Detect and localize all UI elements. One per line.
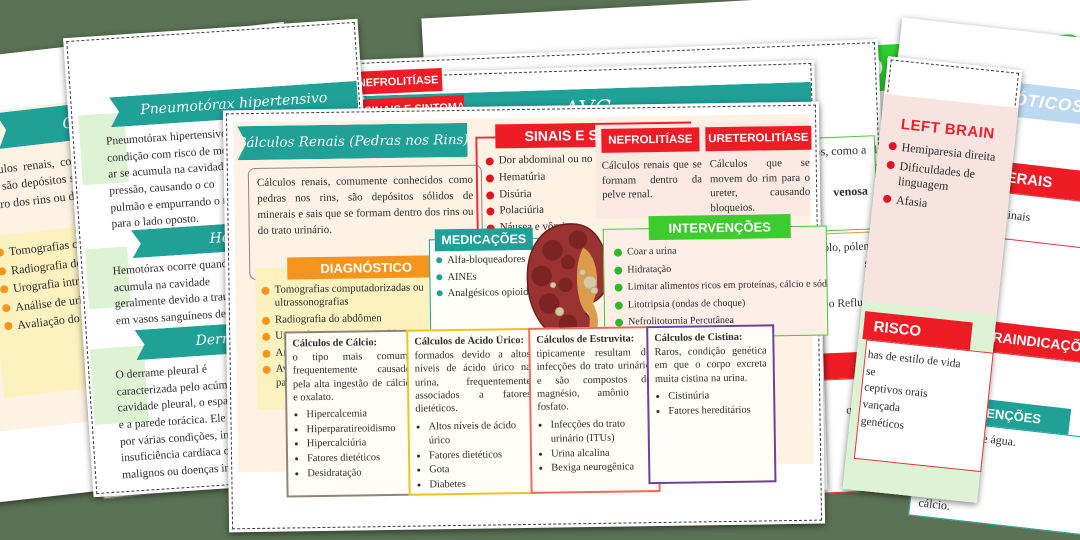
tipo-cistina-box: Cálculos de Cistina: Raros, condição gen… <box>646 324 777 485</box>
bullet-dot-icon <box>486 190 495 200</box>
list-item-label: Hidratação <box>627 263 672 275</box>
tipo-list-item: Gota <box>429 462 532 478</box>
bullet-dot-icon <box>615 318 624 327</box>
tipo-calcio-list: HipercalcemiaHiperparatireoidismoHiperca… <box>306 407 412 481</box>
nefrolitiase-back-label: NEFROLITÍASE <box>357 73 439 90</box>
list-item-label: Alfa-bloqueadores <box>447 253 526 267</box>
kidney-icon <box>526 223 609 353</box>
medicacoes-banner: MEDICAÇÕES <box>434 227 534 252</box>
bullet-dot-icon <box>0 285 9 294</box>
diagnostico-banner-label: DIAGNÓSTICO <box>320 259 413 276</box>
list-item-label: AINEs <box>447 271 477 283</box>
tipo-acido-urico-title: Cálculos de Ácido Úrico: <box>414 335 524 348</box>
bullet-dot-icon <box>262 349 271 358</box>
ureterolitiase-text-content: Cálculos que se movem do rim para o uret… <box>709 156 811 214</box>
tipo-calcio-box: Cálculos de Cálcio: o tipo mais comum, f… <box>284 329 421 498</box>
tipo-cistina-desc: Raros, condição genética em que o corpo … <box>654 345 767 385</box>
ureterolitiase-text: Cálculos que se movem do rim para o uret… <box>710 156 811 216</box>
tipo-acido-urico-list: Altos níveis de ácido úricoFatores dieté… <box>429 418 533 492</box>
tipo-list-item: Fatores hereditários <box>668 403 767 419</box>
bullet-dot-icon <box>262 366 271 375</box>
bullet-dot-icon <box>0 266 7 276</box>
bullet-dot-icon <box>1 303 11 313</box>
bullet-dot-icon <box>436 257 443 264</box>
tipo-list-item: Fatores dietéticos <box>307 451 412 467</box>
bullet-dot-icon <box>436 273 443 280</box>
tipo-estruvita-box: Cálculos de Estruvita: tipicamente resul… <box>528 326 661 494</box>
intervencoes-box: Coar a urina Hidratação Limitar alimento… <box>602 225 829 339</box>
ureterolitiase-banner-label: URETEROLITÍASE <box>708 131 809 146</box>
list-item-label: Polaciúria <box>499 203 545 217</box>
card-main-calculos-renais: Cálculos Renais (Pedras nos Rins) Cálcul… <box>222 101 829 533</box>
bullet-dot-icon <box>614 301 623 310</box>
tipo-list-item: Infecções do trato urinário (ITUs) <box>551 417 652 448</box>
bullet-dot-icon <box>261 316 271 325</box>
bullet-dot-icon <box>262 333 271 342</box>
tipo-cistina-list: CistinúriaFatores hereditários <box>668 388 767 419</box>
tipo-list-item: Diabetes <box>429 477 532 493</box>
bullet-dot-icon <box>3 321 13 331</box>
bullet-dot-icon <box>614 266 623 275</box>
tipo-acido-urico-desc: formados devido a altos níveis de ácido … <box>414 348 532 415</box>
list-item: Hidratação <box>614 260 822 278</box>
tipo-list-item: Fatores dietéticos <box>429 448 532 464</box>
list-item-label: Limitar alimentos ricos em proteínas, cá… <box>627 278 829 293</box>
ureterolitiase-banner: URETEROLITÍASE <box>705 125 812 152</box>
tipo-calcio-desc: o tipo mais comum, frequentemente causad… <box>292 350 412 404</box>
nefrolitiase-banner: NEFROLITÍASE <box>601 127 700 153</box>
nefrolitiase-text: Cálculos renais que se formam dentro da … <box>602 157 703 202</box>
main-title-ribbon: Cálculos Renais (Pedras nos Rins) <box>237 123 467 160</box>
bullet-dot-icon <box>614 283 623 292</box>
tipo-estruvita-list: Infecções do trato urinário (ITUs)Urina … <box>551 417 653 477</box>
bullet-dot-icon <box>888 141 898 151</box>
nefrolitiase-back-banner: NEFROLITÍASE <box>353 67 443 95</box>
tipo-estruvita-title: Cálculos de Estruvita: <box>536 333 635 346</box>
list-item-label: Radiografia do abdômen <box>274 312 382 326</box>
list-item: Coar a urina <box>613 243 822 261</box>
list-item-label: Hematúria <box>498 170 546 184</box>
bullet-dot-icon <box>613 248 623 257</box>
intervencoes-banner: INTERVENÇÕES <box>648 214 791 241</box>
tipo-list-item: Hiperparatireoidismo <box>307 421 412 437</box>
nefrolitiase-text-content: Cálculos renais que se formam dentro da … <box>601 158 703 201</box>
tipo-calcio-title: Cálculos de Cálcio: <box>292 337 378 350</box>
bullet-dot-icon <box>485 174 494 183</box>
main-intro-text: Cálculos renais, comumente conhecidos co… <box>256 173 474 237</box>
tipo-list-item: Hipercalcemia <box>306 407 411 423</box>
tipo-acido-urico-box: Cálculos de Ácido Úrico: formados devido… <box>406 327 541 496</box>
diagnostico-banner: DIAGNÓSTICO <box>287 255 446 280</box>
tipo-cistina-title: Cálculos de Cistina: <box>654 331 743 345</box>
tipo-list-item: Urina alcalina <box>551 446 652 462</box>
main-title-label: Cálculos Renais (Pedras nos Rins) <box>237 131 468 152</box>
list-item: Limitar alimentos ricos em proteínas, cá… <box>614 278 829 296</box>
tipo-estruvita-desc: tipicamente resultam de infecções do tra… <box>536 347 652 414</box>
bullet-dot-icon <box>261 286 270 295</box>
tipo-list-item: Altos níveis de ácido úrico <box>429 418 532 449</box>
list-item-label: Litotripsia (ondas de choque) <box>627 297 746 310</box>
bullet-dot-icon <box>485 157 494 166</box>
bullet-dot-icon <box>882 194 892 203</box>
bullet-dot-icon <box>0 248 5 257</box>
bullet-dot-icon <box>886 160 896 169</box>
tipo-list-item: Hipercalciúria <box>307 436 412 452</box>
medicacoes-banner-label: MEDICAÇÕES <box>441 231 527 248</box>
bullet-dot-icon <box>486 207 495 216</box>
list-item-label: Coar a urina <box>626 245 677 258</box>
risco-banner-label: RISCO <box>872 317 922 340</box>
list-item-label: Disúria <box>499 187 532 200</box>
list-item-label: Afasia <box>895 192 929 210</box>
intervencoes-banner-label: INTERVENÇÕES <box>668 218 771 236</box>
list-item: Litotripsia (ondas de choque) <box>614 295 823 313</box>
kidney-illustration <box>521 220 627 353</box>
tipo-list-item: Bexiga neurogênica <box>551 460 652 476</box>
nefrolitiase-banner-label: NEFROLITÍASE <box>608 133 693 147</box>
bullet-dot-icon <box>436 290 443 297</box>
left-brain-list: Hemiparesia direita Dificuldades de ling… <box>882 139 1007 222</box>
tipo-list-item: Desidratação <box>307 465 412 481</box>
tipo-list-item: Cistinúria <box>668 388 767 404</box>
